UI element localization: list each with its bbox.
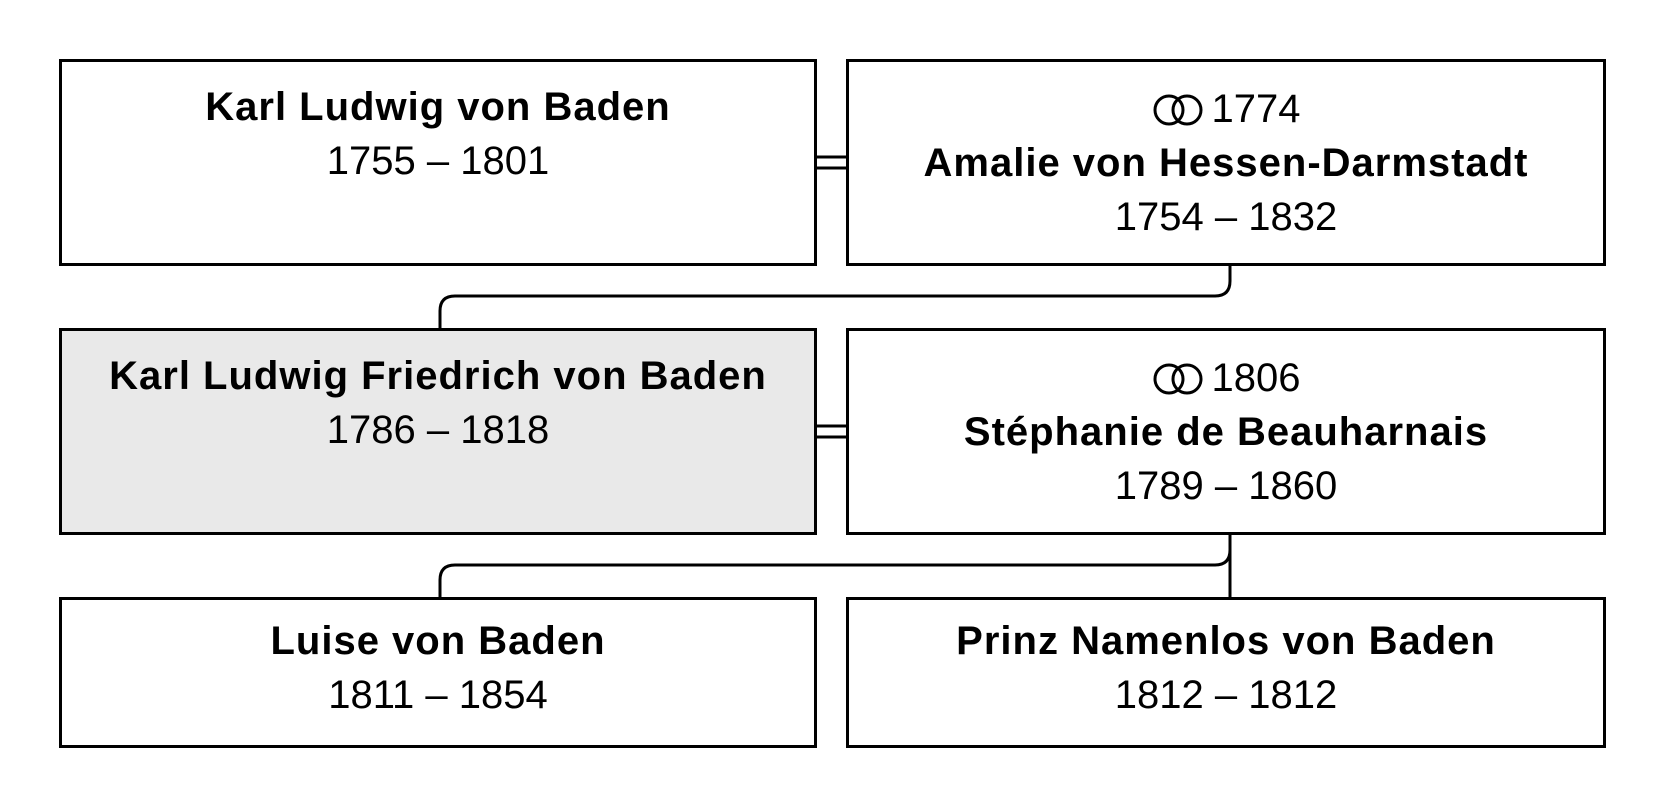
marriage-info: 1806 (849, 351, 1603, 405)
spouse-name: Amalie von Hessen-Darmstadt (923, 141, 1529, 185)
marriage-rings-icon (1153, 363, 1202, 395)
child-card-luise[interactable]: Luise von Baden 1811 – 1854 (59, 597, 817, 748)
person-card-karl-ludwig[interactable]: Karl Ludwig von Baden 1755 – 1801 (59, 59, 817, 266)
spouse-card-amalie[interactable]: 1774 Amalie von Hessen-Darmstadt 1754 – … (846, 59, 1606, 266)
person-card-karl-ludwig-friedrich[interactable]: Karl Ludwig Friedrich von Baden 1786 – 1… (59, 328, 817, 535)
person-dates: 1755 – 1801 (326, 139, 550, 183)
spouse-dates: 1789 – 1860 (1114, 464, 1338, 508)
marriage-year: 1806 (1211, 356, 1301, 400)
marriage-year: 1774 (1211, 87, 1301, 131)
marriage-rings-icon (1153, 94, 1202, 126)
spouse-card-stephanie[interactable]: 1806 Stéphanie de Beauharnais 1789 – 186… (846, 328, 1606, 535)
descent-line-child-1 (438, 535, 1232, 598)
child-dates: 1812 – 1812 (1114, 673, 1338, 717)
child-name: Prinz Namenlos von Baden (956, 619, 1496, 663)
marriage-link-gen1 (815, 155, 848, 170)
child-dates: 1811 – 1854 (328, 673, 548, 717)
spouse-name: Stéphanie de Beauharnais (963, 410, 1489, 454)
spouse-dates: 1754 – 1832 (1114, 195, 1338, 239)
descent-line-gen1 (438, 266, 1232, 329)
child-card-prinz-namenlos[interactable]: Prinz Namenlos von Baden 1812 – 1812 (846, 597, 1606, 748)
marriage-info: 1774 (849, 82, 1603, 136)
person-name: Karl Ludwig von Baden (205, 85, 671, 129)
person-name: Karl Ludwig Friedrich von Baden (109, 354, 767, 398)
child-name: Luise von Baden (270, 619, 606, 663)
person-dates: 1786 – 1818 (326, 408, 550, 452)
marriage-link-gen2 (815, 424, 848, 439)
